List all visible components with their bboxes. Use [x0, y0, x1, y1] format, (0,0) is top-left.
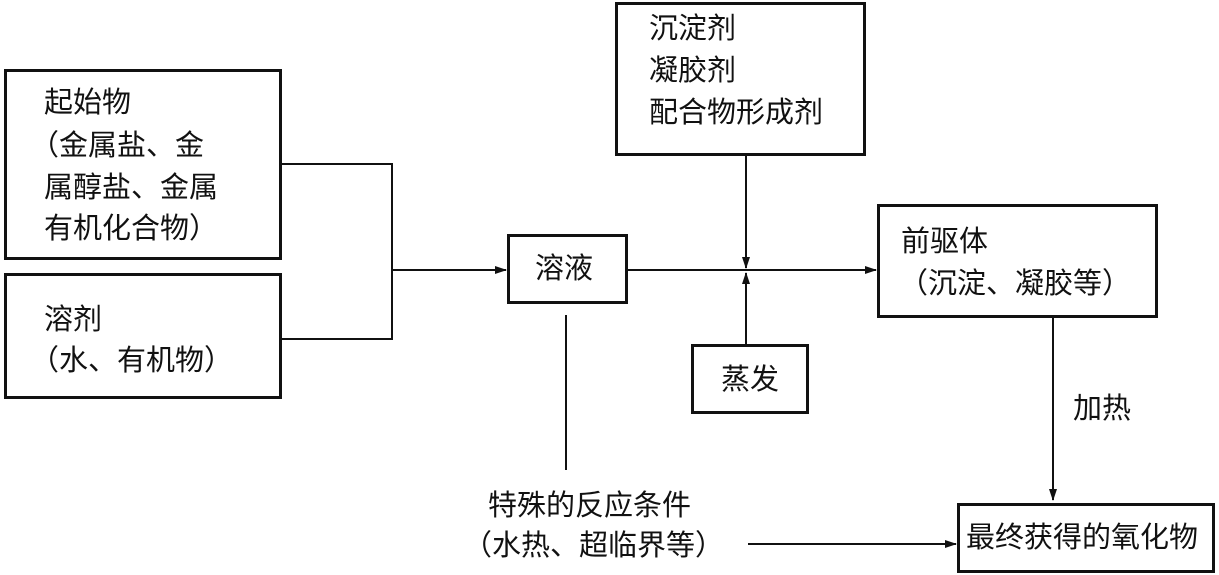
- start-material-line-1: 起始物: [44, 85, 132, 119]
- start-material-line-2: （金属盐、金: [30, 128, 205, 162]
- final-oxide-label: 最终获得的氧化物: [966, 520, 1199, 554]
- solution-box: [507, 234, 628, 304]
- solvent-line-2: （水、有机物）: [30, 343, 234, 377]
- final-oxide-box: [957, 503, 1215, 573]
- precursor-box: [877, 204, 1158, 318]
- reagents-line-3: 配合物形成剂: [649, 95, 824, 129]
- evaporation-label: 蒸发: [721, 362, 780, 396]
- start-material-box: [4, 69, 282, 260]
- solvent-box: [4, 273, 282, 399]
- heating-label: 加热: [1073, 391, 1132, 425]
- precursor-line-1: 前驱体: [901, 224, 989, 258]
- special-conditions-line-2: （水热、超临界等）: [463, 528, 725, 562]
- start-material-line-4: 有机化合物）: [44, 211, 219, 245]
- connector-start-material-to-merge: [282, 163, 393, 340]
- solvent-line-1: 溶剂: [44, 302, 103, 336]
- solution-label: 溶液: [535, 251, 594, 285]
- reagents-line-1: 沉淀剂: [649, 11, 737, 45]
- reagents-box: [615, 2, 866, 156]
- start-material-line-3: 属醇盐、金属: [44, 170, 219, 204]
- precursor-line-2: （沉淀、凝胶等）: [899, 266, 1132, 300]
- reagents-line-2: 凝胶剂: [649, 53, 737, 87]
- evaporation-box: [691, 344, 809, 414]
- special-conditions-line-1: 特殊的反应条件: [488, 488, 692, 522]
